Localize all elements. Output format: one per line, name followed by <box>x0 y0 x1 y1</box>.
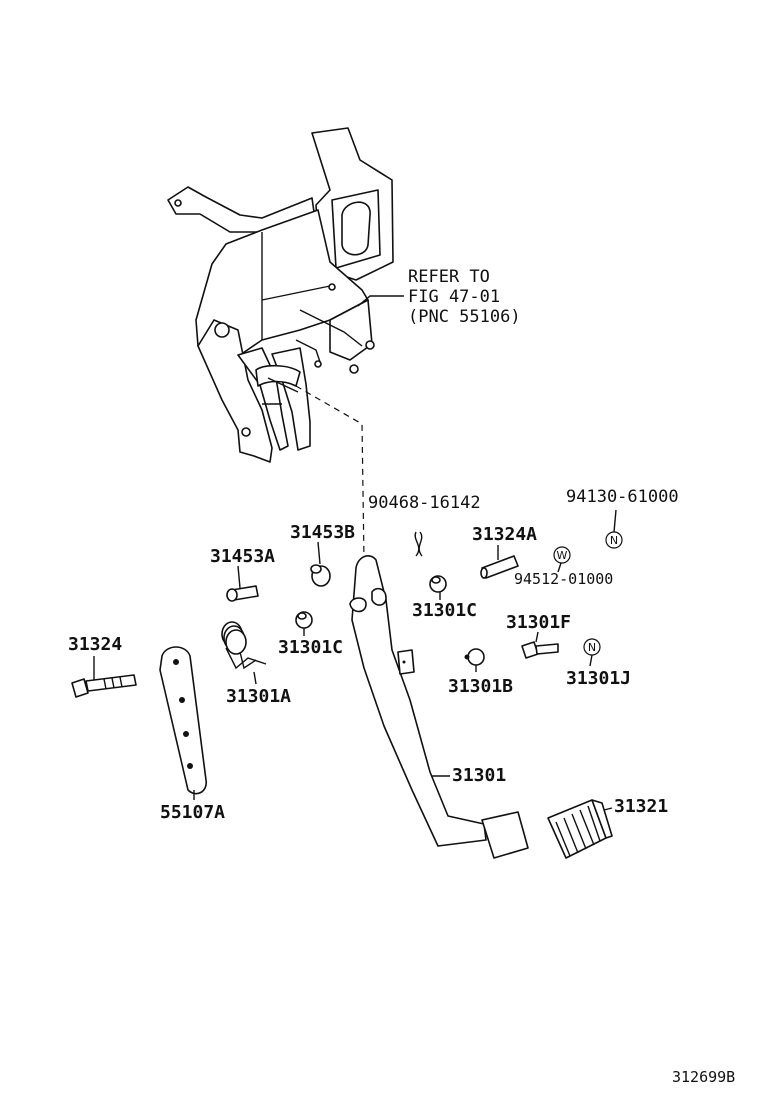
washer-94512: W 94512-01000 <box>514 546 613 588</box>
label-31301: 31301 <box>452 765 506 786</box>
nut-31301j: N 31301J <box>566 638 631 689</box>
label-31453A: 31453A <box>210 546 275 567</box>
label-31321: 31321 <box>614 796 668 817</box>
bolt-31453a: 31453A <box>210 546 275 602</box>
label-31301B: 31301B <box>448 676 513 697</box>
label-90468-16142: 90468-16142 <box>368 493 481 513</box>
pedal-bracket <box>167 127 394 463</box>
bushing-31453b: 31453B <box>290 522 355 587</box>
spring-31301a: 31301A <box>221 621 291 707</box>
stopper-31301b: 31301B <box>448 648 513 697</box>
label-94130-61000: 94130-61000 <box>566 487 679 507</box>
nut-94130: 94130-61000 N <box>566 487 679 549</box>
bushing-31301c-right: 31301C <box>412 575 477 621</box>
bolt-31301f: 31301F <box>506 612 571 659</box>
label-31301C-left: 31301C <box>278 637 343 658</box>
label-31453B: 31453B <box>290 522 355 543</box>
label-55107A: 55107A <box>160 802 225 823</box>
refer-note-line1: REFER TO <box>408 267 490 287</box>
plate-55107a: 55107A <box>159 646 225 823</box>
label-31301F: 31301F <box>506 612 571 633</box>
bolt-31324: 31324 <box>68 634 137 698</box>
alignment-dashed-line <box>295 385 365 561</box>
nut-symbol-n-letter: N <box>610 534 618 547</box>
refer-note: REFER TO FIG 47-01 (PNC 55106) <box>357 267 521 327</box>
label-31301J: 31301J <box>566 668 631 689</box>
pedal-arm-31301: 31301 <box>349 555 529 859</box>
refer-note-line3: (PNC 55106) <box>408 307 521 327</box>
washer-symbol-w-icon <box>553 546 571 564</box>
bushing-31301c-left: 31301C <box>278 611 343 658</box>
pedal-pad-31321: 31321 <box>547 796 668 859</box>
label-94512-01000: 94512-01000 <box>514 570 613 588</box>
refer-note-line2: FIG 47-01 <box>408 287 500 307</box>
label-31301C-right: 31301C <box>412 600 477 621</box>
nut-symbol-n2-letter: N <box>588 641 596 654</box>
figure-id: 312699B <box>672 1068 735 1086</box>
pin-31324a: 31324A <box>472 524 537 579</box>
label-31324A: 31324A <box>472 524 537 545</box>
clevis-pin-90468: 90468-16142 <box>368 493 481 557</box>
washer-symbol-w-letter: W <box>557 549 568 562</box>
label-31324: 31324 <box>68 634 122 655</box>
label-31301A: 31301A <box>226 686 291 707</box>
nut-symbol-n-icon <box>605 531 623 549</box>
